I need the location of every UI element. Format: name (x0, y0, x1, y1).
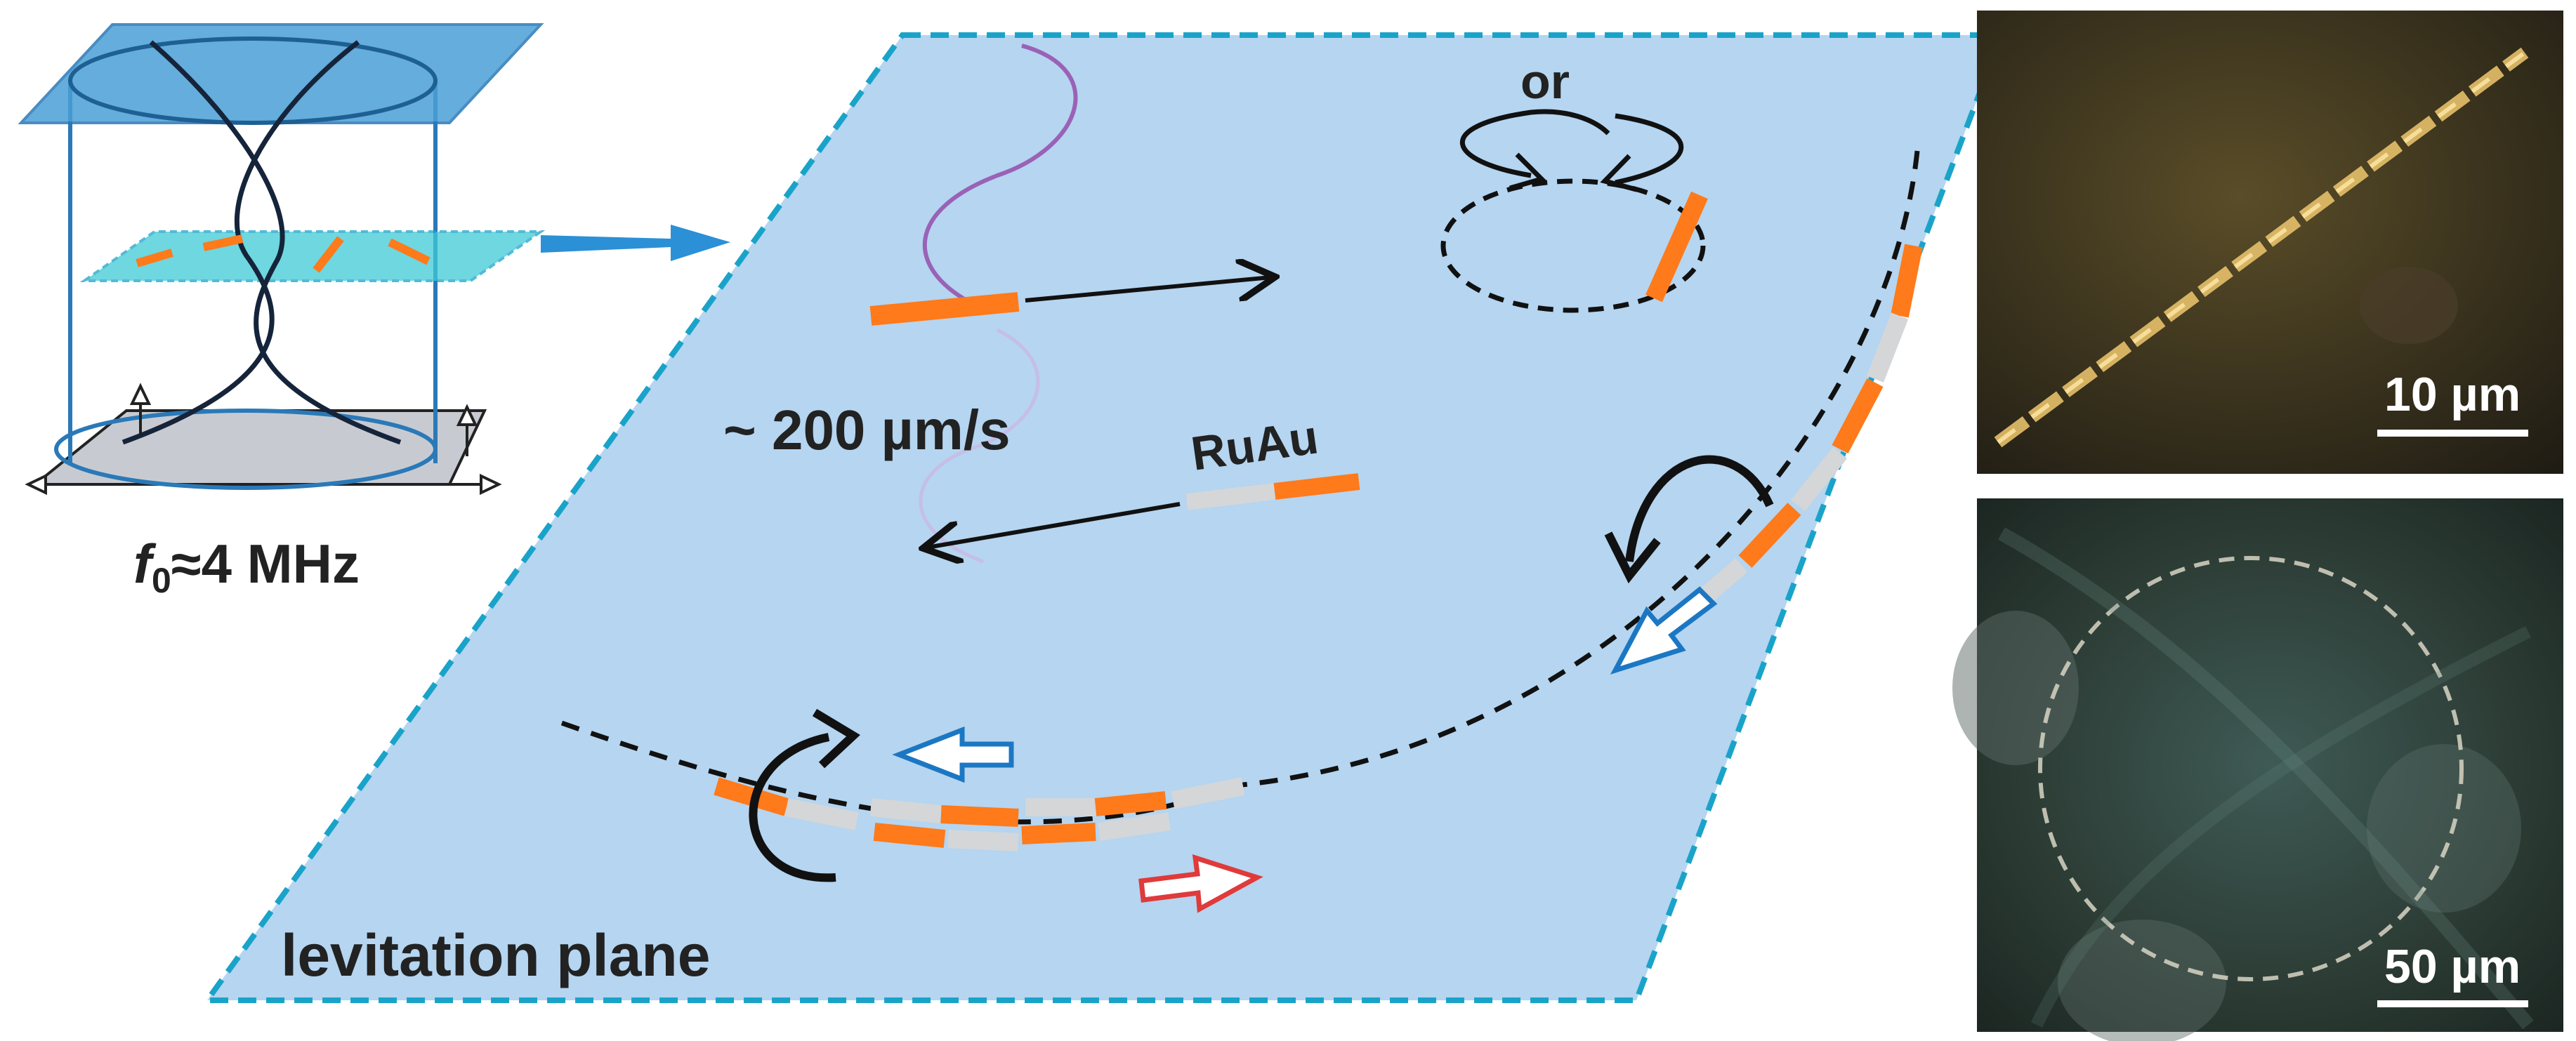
micrograph-top-chain (1994, 47, 2529, 448)
mini-rod-4 (388, 238, 431, 265)
plane-label: levitation plane (281, 922, 710, 988)
micrograph-bottom: 50 µm (1952, 498, 2563, 1041)
speed-label: ~ 200 µm/s (723, 399, 1011, 461)
rotation-arrow-left-icon (749, 733, 836, 882)
rotation-arrow-right-head (1604, 531, 1661, 584)
acoustic-chamber: f0≈4 MHz (18, 23, 546, 600)
chamber-levitation-plane (79, 230, 546, 282)
micrograph-bottom-frame (1977, 498, 2563, 1032)
mini-rod-3 (313, 236, 344, 273)
chamber-top-ellipse (68, 37, 438, 125)
rotation-arrow-left-head (812, 708, 860, 769)
micrograph-bottom-ring (2038, 556, 2464, 981)
rotation-modes-icon: or (1440, 54, 1708, 313)
rotation-arrow-ccw-icon (1460, 109, 1610, 178)
arrow-left (927, 502, 1181, 548)
motion-wave-trail (922, 44, 1078, 304)
scale-bar-top (2377, 430, 2528, 437)
standing-wave-curve-a (149, 40, 402, 445)
chain-arc-path (1228, 150, 1920, 789)
rotation-arrow-head-a (1509, 152, 1546, 191)
rotation-arrow-right-icon (1625, 455, 1774, 562)
connector-arrow (541, 225, 730, 261)
levitation-plane-panel: ~ 200 µm/s RuAu or (202, 32, 2006, 1003)
rod-chain-right (1686, 244, 1923, 614)
scale-label-top: 10 µm (2384, 368, 2521, 421)
arrow-right (1025, 277, 1271, 303)
transducer-arrows (25, 383, 502, 496)
scale-label-bottom: 50 µm (2384, 940, 2521, 993)
rod-chain-bottom (714, 777, 1245, 851)
blue-hollow-arrow-diag-icon (1610, 586, 1718, 675)
red-hollow-arrow-right-icon (1138, 854, 1263, 913)
frequency-label: f0≈4 MHz (133, 533, 360, 600)
ruau-rod (1185, 473, 1360, 510)
mini-rod-1 (136, 248, 173, 267)
rotating-rod (1645, 191, 1708, 303)
mini-rod-2 (202, 234, 244, 251)
micrograph-top: 10 µm (1977, 11, 2563, 474)
blue-hollow-arrow-left-icon (892, 726, 1014, 783)
rotation-arrow-head-b (1600, 154, 1637, 192)
standing-wave-curve-b (121, 40, 360, 445)
rotation-arrow-cw-icon (1615, 113, 1684, 185)
rod-moving-right (869, 292, 1020, 326)
or-label: or (1520, 54, 1570, 109)
scale-bar-bottom (2377, 1000, 2528, 1007)
rotation-dashed-circle (1440, 178, 1706, 313)
